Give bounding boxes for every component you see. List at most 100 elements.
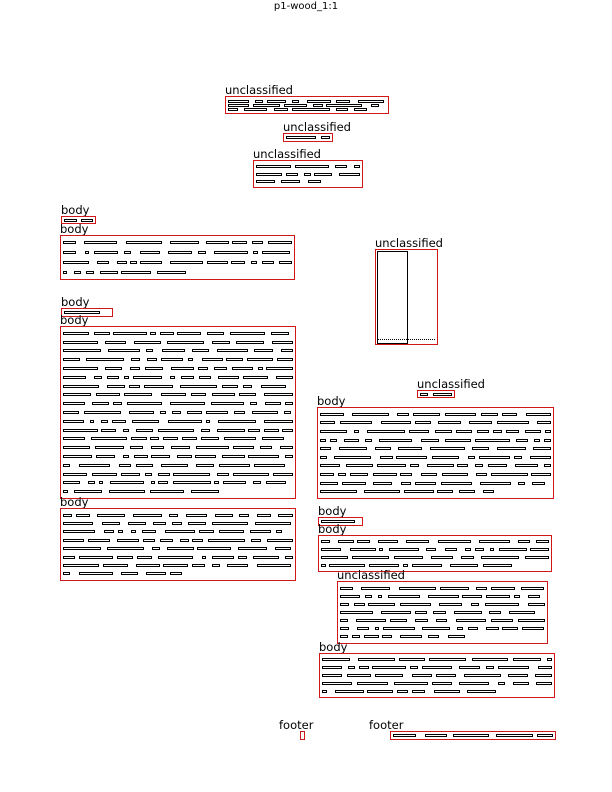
region-label: footer bbox=[279, 718, 314, 732]
text-line-segment bbox=[401, 482, 411, 485]
text-line-segment bbox=[250, 402, 257, 405]
text-line-segment bbox=[486, 595, 510, 598]
text-line-segment bbox=[157, 271, 186, 274]
layout-region-body[interactable]: body bbox=[317, 395, 554, 499]
text-line-segment bbox=[79, 464, 110, 467]
text-line-segment bbox=[137, 556, 152, 559]
text-line-segment bbox=[180, 539, 189, 542]
layout-region-unclassified[interactable]: unclassified bbox=[337, 569, 548, 644]
text-line-segment bbox=[121, 271, 151, 274]
text-line-segment bbox=[211, 402, 244, 405]
text-line-segment bbox=[158, 473, 170, 476]
text-line-segment bbox=[286, 136, 316, 139]
text-line-segment bbox=[121, 572, 138, 575]
text-line-segment bbox=[136, 464, 153, 467]
region-label: unclassified bbox=[337, 568, 405, 582]
layout-region-unclassified[interactable]: unclassified bbox=[253, 148, 363, 188]
region-box bbox=[375, 249, 438, 345]
text-line-segment bbox=[476, 473, 487, 476]
layout-region-body[interactable]: body bbox=[60, 223, 295, 280]
text-line-segment bbox=[248, 429, 260, 432]
text-line-segment bbox=[462, 595, 482, 598]
text-line-segment bbox=[533, 447, 551, 450]
text-line-segment bbox=[63, 530, 95, 533]
layout-region-body[interactable]: body bbox=[60, 314, 296, 499]
text-line-segment bbox=[191, 393, 206, 396]
layout-region-unclassified[interactable]: unclassified bbox=[225, 84, 389, 114]
layout-region-unclassified[interactable]: unclassified bbox=[417, 378, 485, 398]
text-line-segment bbox=[535, 674, 552, 677]
text-line-segment bbox=[63, 564, 99, 567]
text-line-segment bbox=[321, 136, 330, 139]
text-line-segment bbox=[373, 473, 397, 476]
text-line-segment bbox=[491, 587, 515, 590]
text-line-segment bbox=[63, 420, 84, 423]
text-line-segment bbox=[198, 367, 208, 370]
text-line-segment bbox=[255, 522, 291, 525]
layout-region-body[interactable]: body bbox=[319, 641, 555, 698]
text-line-segment bbox=[279, 261, 292, 264]
text-line-segment bbox=[357, 682, 388, 685]
text-line-segment bbox=[320, 421, 335, 424]
text-line-segment bbox=[238, 556, 247, 559]
text-line-segment bbox=[94, 376, 102, 379]
text-line-segment bbox=[308, 180, 321, 183]
text-line-segment bbox=[431, 556, 453, 559]
text-line-segment bbox=[198, 251, 206, 254]
text-line-segment bbox=[63, 385, 99, 388]
text-line-segment bbox=[256, 180, 275, 183]
text-line-segment bbox=[454, 611, 482, 614]
text-line-segment bbox=[502, 627, 518, 630]
text-line-segment bbox=[410, 666, 418, 669]
text-line-segment bbox=[76, 514, 90, 517]
text-line-segment bbox=[108, 349, 140, 352]
layout-region-unclassified[interactable]: unclassified bbox=[375, 237, 443, 345]
text-line-segment bbox=[124, 393, 152, 396]
text-line-segment bbox=[131, 437, 147, 440]
text-line-segment bbox=[173, 473, 210, 476]
text-line-segment bbox=[239, 393, 256, 396]
layout-region-body[interactable]: body bbox=[61, 296, 113, 317]
text-line-segment bbox=[522, 627, 544, 630]
text-line-segment bbox=[491, 473, 528, 476]
text-line-segment bbox=[163, 437, 178, 440]
text-line-segment bbox=[427, 464, 454, 467]
text-line-segment bbox=[369, 564, 399, 567]
text-line-segment bbox=[415, 421, 431, 424]
layout-region-unclassified[interactable]: unclassified bbox=[283, 121, 351, 142]
text-line-segment bbox=[63, 241, 76, 244]
text-line-segment bbox=[217, 429, 245, 432]
text-line-segment bbox=[322, 666, 342, 669]
text-line-segment bbox=[364, 490, 400, 493]
text-line-segment bbox=[161, 358, 183, 361]
text-line-segment bbox=[344, 439, 359, 442]
layout-region-body[interactable]: body bbox=[61, 204, 96, 224]
text-line-segment bbox=[96, 455, 115, 458]
text-line-segment bbox=[377, 464, 406, 467]
layout-region-body[interactable]: body bbox=[318, 523, 552, 572]
layout-region-body[interactable]: body bbox=[318, 505, 363, 526]
text-line-segment bbox=[481, 556, 519, 559]
text-line-segment bbox=[167, 341, 204, 344]
text-line-segment bbox=[124, 376, 129, 379]
text-line-group bbox=[228, 99, 386, 111]
text-line-segment bbox=[286, 173, 298, 176]
layout-region-body[interactable]: body bbox=[60, 496, 296, 581]
layout-region-footer[interactable]: footer bbox=[369, 719, 556, 740]
text-line-segment bbox=[186, 514, 207, 517]
text-line-segment bbox=[258, 367, 263, 370]
text-line-segment bbox=[428, 595, 459, 598]
text-line-segment bbox=[536, 540, 549, 543]
layout-region-footer[interactable]: footer bbox=[279, 719, 313, 740]
text-line-segment bbox=[252, 411, 278, 414]
text-line-segment bbox=[397, 690, 408, 693]
text-line-segment bbox=[160, 539, 173, 542]
text-line-segment bbox=[547, 658, 552, 661]
text-line-segment bbox=[359, 666, 369, 669]
text-line-segment bbox=[255, 100, 263, 103]
region-label: body bbox=[60, 495, 89, 509]
text-line-group bbox=[256, 163, 360, 185]
text-line-segment bbox=[320, 482, 338, 485]
text-line-segment bbox=[64, 219, 77, 222]
text-line-segment bbox=[101, 420, 108, 423]
